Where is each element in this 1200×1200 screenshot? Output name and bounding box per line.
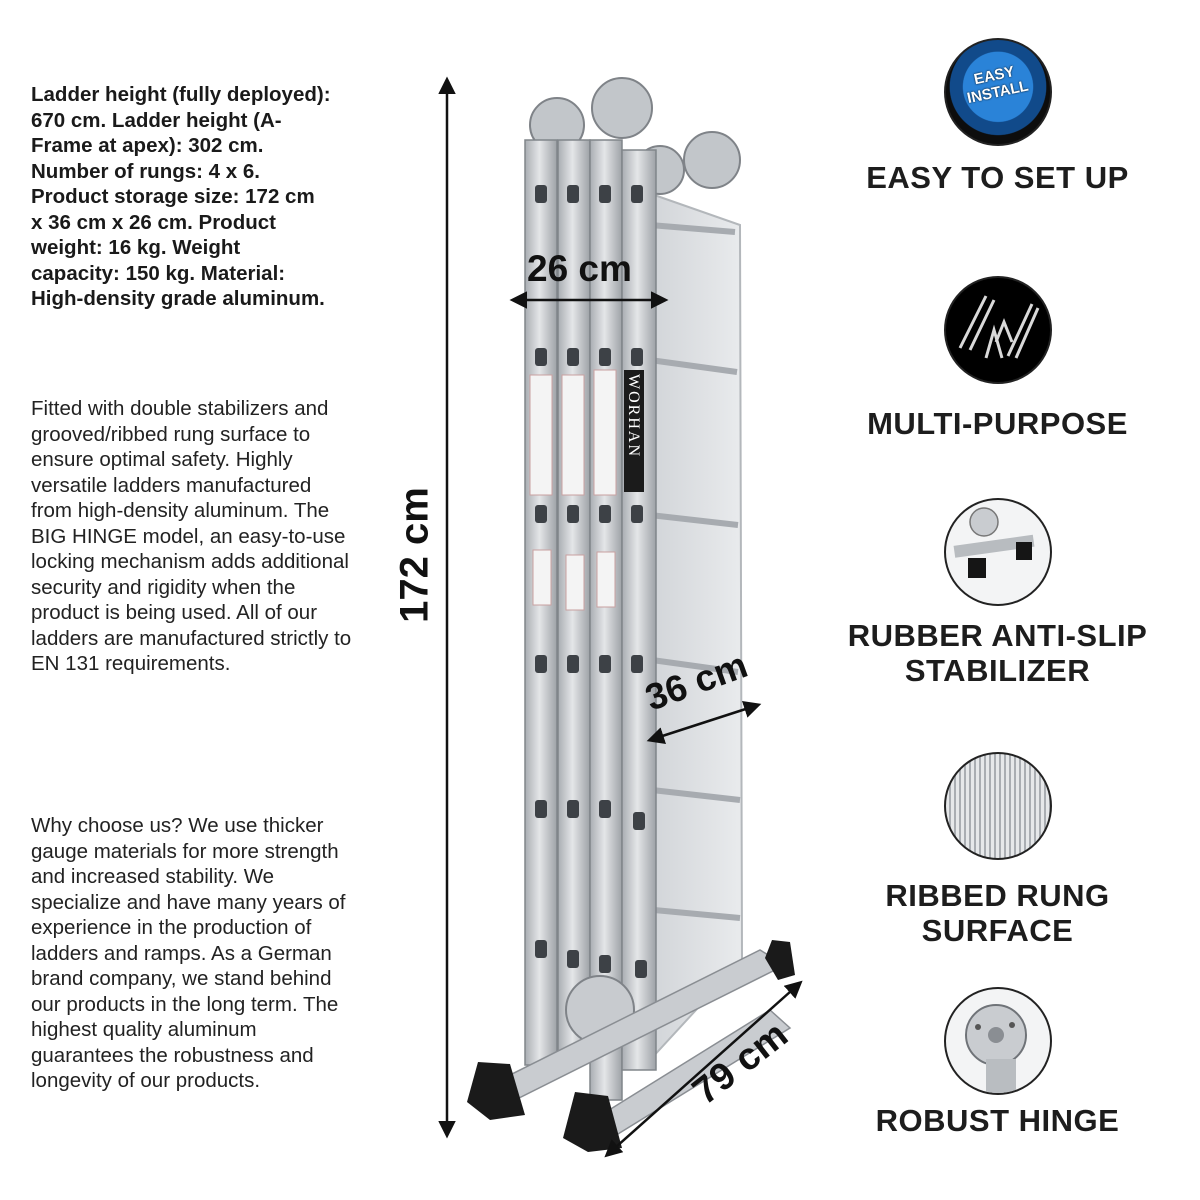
feature-label: EASY TO SET UP: [866, 160, 1129, 195]
feature-anti-slip: RUBBER ANTI-SLIP STABILIZER: [840, 498, 1155, 688]
easy-install-badge-icon: EASY INSTALL: [943, 38, 1052, 146]
brand-name: WORHAN: [625, 374, 642, 458]
rail-slots: [535, 185, 647, 978]
height-dimension-label: 172 cm: [392, 487, 437, 623]
ladder-rear-panel: [638, 188, 744, 1063]
brand-plate: [624, 370, 644, 492]
feature-easy-setup: EASY INSTALL EASY TO SET UP: [840, 38, 1155, 195]
feature-multi-purpose: MULTI-PURPOSE: [840, 276, 1155, 441]
dimension-arrows: [438, 76, 803, 1158]
ladder-top-hinges: [529, 77, 741, 195]
why-choose-us-description: Why choose us? We use thicker gauge mate…: [31, 814, 346, 1092]
warning-labels: [529, 369, 617, 611]
depth-dimension-label: 26 cm: [527, 248, 632, 289]
base-dimension-label: 79 cm: [685, 1013, 796, 1114]
hinge-icon: [943, 987, 1052, 1095]
product-specs: Ladder height (fully deployed): 670 cm. …: [31, 83, 331, 310]
feature-ribbed-rung: RIBBED RUNG SURFACE: [840, 752, 1155, 948]
rubber-foot-icon: [943, 498, 1052, 606]
feature-label: ROBUST HINGE: [875, 1103, 1120, 1138]
feature-robust-hinge: ROBUST HINGE: [840, 987, 1155, 1138]
badge-text: EASY INSTALL: [965, 63, 1030, 108]
ribbed-surface-icon: [943, 752, 1052, 860]
feature-label: MULTI-PURPOSE: [867, 406, 1128, 441]
ladder-bottom-hinge: [565, 975, 635, 1045]
width-dimension-label: 36 cm: [640, 644, 753, 719]
feature-label: RUBBER ANTI-SLIP STABILIZER: [847, 618, 1148, 688]
feature-label: RIBBED RUNG SURFACE: [885, 878, 1110, 948]
safety-description: Fitted with double stabilizers and groov…: [31, 397, 352, 675]
ladder-configurations-icon: [943, 276, 1052, 384]
